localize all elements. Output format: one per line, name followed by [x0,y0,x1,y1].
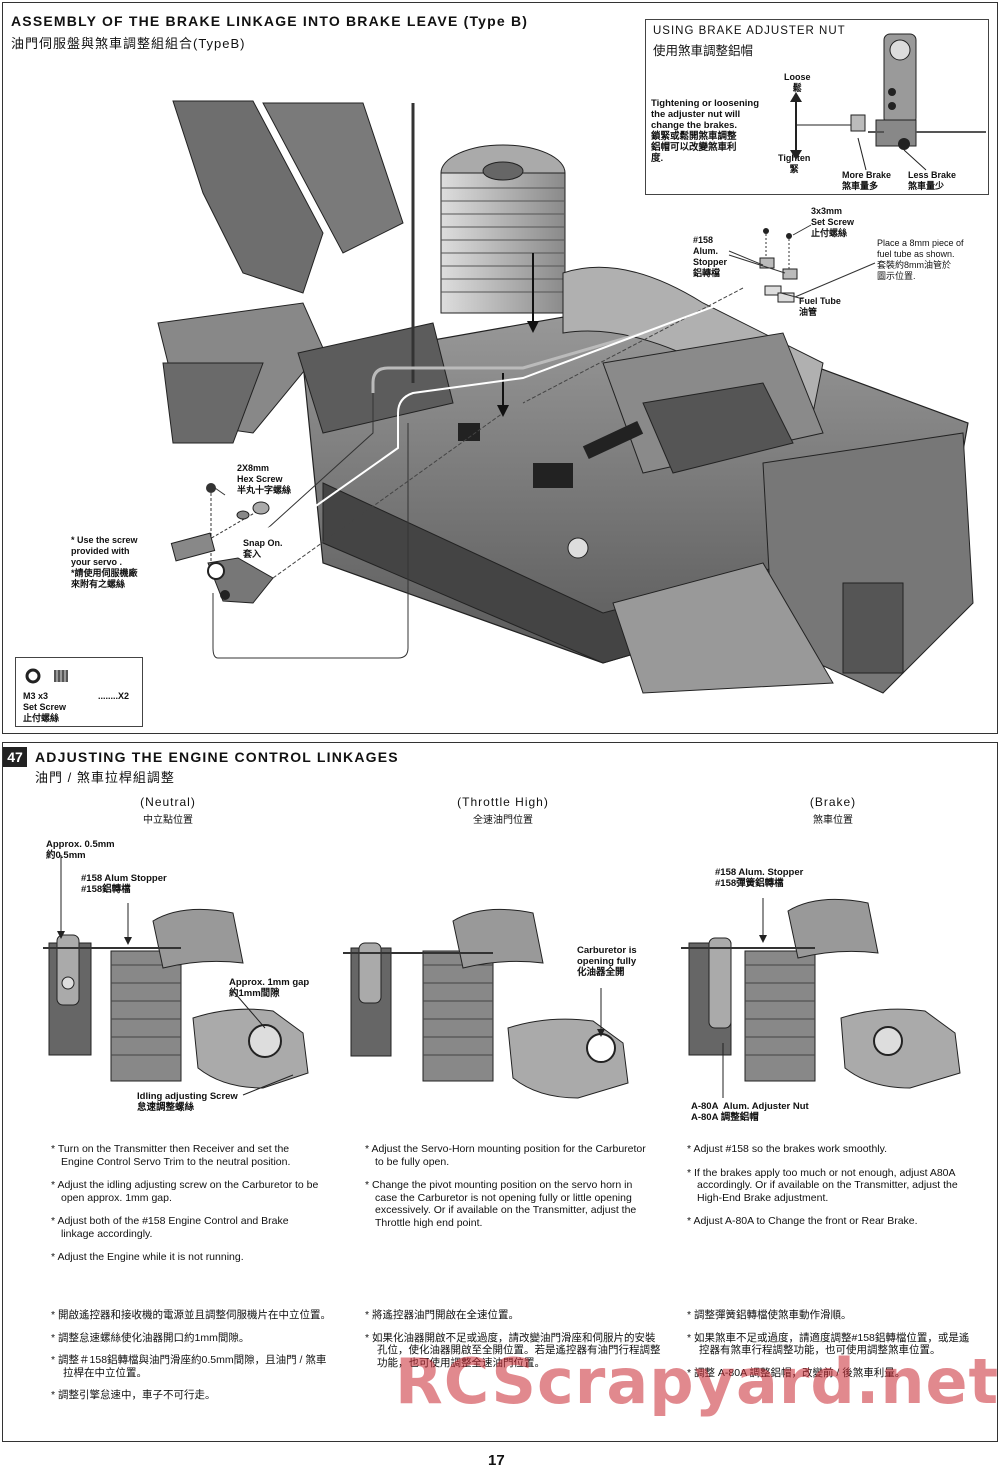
neutral-instructions: * Turn on the Transmitter then Receiver … [51,1143,321,1275]
throttle-step-zh-1: * 將遙控器油門開啟在全速位置。 [365,1309,520,1321]
alum-stopper-label: #158 Alum. Stopper 鋁轉檔 [693,235,728,278]
engine-diagram-neutral [43,855,309,1096]
brake-linkage-panel: ASSEMBLY OF THE BRAKE LINKAGE INTO BRAKE… [2,2,998,734]
set-screw-label: 3x3mm Set Screw 止付螺絲 [811,206,855,238]
throttle-step-2: * Change the pivot mounting position on … [365,1179,637,1229]
neutral-step-1: * Turn on the Transmitter then Receiver … [51,1143,291,1168]
neutral-stopper-label: #158 Alum Stopper #158鋁轉檔 [81,873,167,895]
brake-step-1: * Adjust #158 so the brakes work smoothl… [687,1143,888,1155]
section-title: ASSEMBLY OF THE BRAKE LINKAGE INTO BRAKE… [11,13,529,29]
adjuster-nut-label: A-80A Alum. Adjuster Nut A-80A 調整鋁帽 [691,1101,809,1123]
watermark: RCScrapyard.net [395,1345,1000,1418]
brake-stopper-label: #158 Alum. Stopper #158彈簧鋁轉檔 [715,867,804,889]
loose-label: Loose 鬆 [784,72,811,93]
brake-step-zh-1: * 調整彈簧鋁轉檔使煞車動作滑順。 [687,1309,852,1321]
neutral-step-zh-4: * 調整引擎怠速中，車子不可行走。 [51,1389,216,1401]
step-subtitle: 油門 / 煞車拉桿組調整 [35,770,175,785]
hex-screw-label: 2X8mm Hex Screw 半丸十字螺絲 [237,463,292,495]
servo-screw-note: * Use the screw provided with your servo… [71,535,138,589]
fuel-tube-label: Fuel Tube 油管 [799,296,841,317]
throttle-step-zh-2: * 如果化油器開啟不足或過度，請改變油門滑座和伺服片的安裝孔位，使化油器開啟至全… [365,1331,661,1369]
inset-subtitle: 使用煞車調整鋁帽 [653,44,754,58]
neutral-heading: (Neutral) 中立點位置 [140,795,196,826]
fuel-tube-note: Place a 8mm piece of fuel tube as shown.… [877,238,964,281]
brake-step-zh-2: * 如果煞車不足或過度，請適度調整#158鋁轉檔位置，或是遙控器有煞車行程調整功… [687,1331,970,1357]
brake-heading: (Brake) 煞車位置 [809,795,857,826]
engine-diagram-throttle [343,908,629,1099]
parts-box: M3 x3 Set Screw 止付螺絲 ........X2 [15,657,143,727]
neutral-step-zh-1: * 開啟遙控器和接收機的電源並且調整伺服機片在中立位置。 [51,1309,332,1321]
carb-open-label: Carburetor is opening fully 化油器全開 [577,945,637,978]
chassis-illustration [157,100,974,694]
neutral-instructions-zh: * 開啟遙控器和接收機的電源並且調整伺服機片在中立位置。 * 調整怠速螺絲使化油… [51,1309,331,1412]
brake-adjuster-inset: USING BRAKE ADJUSTER NUT 使用煞車調整鋁帽 Loose … [645,19,989,195]
neutral-step-zh-2: * 調整怠速螺絲使化油器開口約1mm間隙。 [51,1331,250,1344]
inset-description: Tightening or loosening the adjuster nut… [651,98,760,164]
more-brake-label: More Brake 煞車量多 [842,170,892,191]
less-brake-label: Less Brake 煞車量少 [908,170,957,191]
step-47-panel: 47 ADJUSTING THE ENGINE CONTROL LINKAGES… [2,742,998,1442]
tighten-label: Tighten 緊 [778,153,811,174]
throttle-instructions: * Adjust the Servo-Horn mounting positio… [365,1143,655,1240]
brake-instructions-zh: * 調整彈簧鋁轉檔使煞車動作滑順。 * 如果煞車不足或過度，請適度調整#158鋁… [687,1309,977,1389]
approx-05mm-label: Approx. 0.5mm 約0.5mm [46,839,115,861]
snap-on-label: Snap On. 套入 [243,538,283,559]
gap-label: Approx. 1mm gap 約1mm間隙 [229,977,310,999]
engine-diagram-brake [681,898,961,1098]
idle-screw-label: Idling adjusting Screw 怠速調整螺絲 [137,1091,238,1113]
neutral-step-3: * Adjust both of the #158 Engine Control… [51,1215,289,1240]
brake-step-2: * If the brakes apply too much or not en… [687,1166,958,1204]
inset-title: USING BRAKE ADJUSTER NUT [653,25,846,37]
throttle-step-1: * Adjust the Servo-Horn mounting positio… [365,1143,646,1168]
brake-step-zh-3: * 調整 A-80A 調整鋁帽，改變前 / 後煞車利量。 [687,1366,906,1379]
page-number: 17 [488,1452,505,1469]
throttle-heading: (Throttle High) 全速油門位置 [457,795,549,826]
section-subtitle: 油門伺服盤與煞車調整組組合(TypeB) [11,36,246,51]
neutral-step-4: * Adjust the Engine while it is not runn… [51,1251,244,1263]
neutral-step-zh-3: * 調整＃158鋁轉檔與油門滑座約0.5mm間隙，且油門 / 煞車拉桿在中立位置… [51,1354,327,1379]
step-number-badge: 47 [3,747,27,767]
parts-qty: ........X2 [98,691,130,701]
throttle-instructions-zh: * 將遙控器油門開啟在全速位置。 * 如果化油器開啟不足或過度，請改變油門滑座和… [365,1309,665,1379]
brake-step-3: * Adjust A-80A to Change the front or Re… [687,1215,918,1227]
brake-instructions: * Adjust #158 so the brakes work smoothl… [687,1143,977,1239]
set-screw-icon [25,668,68,684]
parts-name: M3 x3 Set Screw 止付螺絲 [23,691,67,723]
adjuster-diagram [790,33,986,171]
engine-diagrams [43,855,961,1099]
step-title: ADJUSTING THE ENGINE CONTROL LINKAGES [35,749,399,765]
neutral-step-2: * Adjust the idling adjusting screw on t… [51,1179,319,1204]
